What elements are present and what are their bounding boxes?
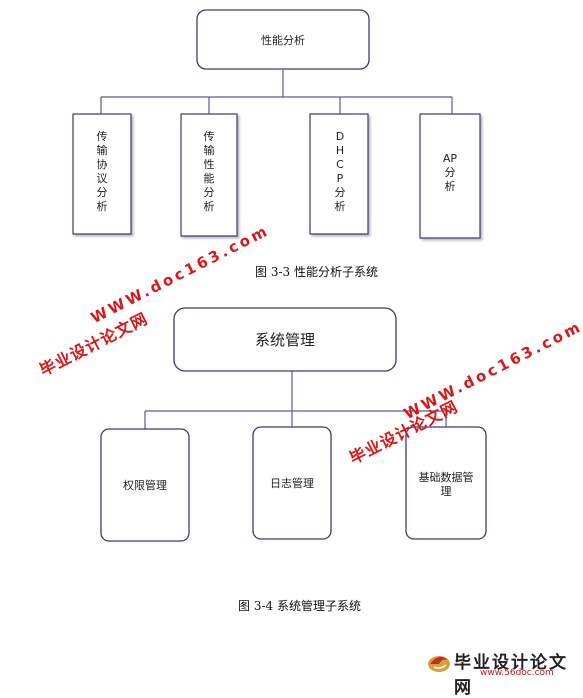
child-label-basedata-text: 基础数据管理 — [419, 470, 474, 498]
child-box-dhcp — [309, 113, 369, 235]
site-logo: 毕业设计论文网 www.56doc.com — [420, 640, 580, 698]
caption-diagram-1: 图 3-3 性能分析子系统 — [255, 265, 378, 279]
child-box-log — [252, 426, 332, 540]
child-label-protocol: 传输协议分析 — [97, 130, 108, 213]
child-box-protocol — [72, 113, 132, 235]
connectors-performance — [100, 69, 453, 114]
child-box-transport-perf — [180, 113, 238, 237]
diagram-system-mgmt: 系统管理 权限管理 日志管理 基础数据管理 — [100, 307, 487, 542]
child-box-permission — [100, 428, 190, 542]
logo-url: www.56doc.com — [480, 668, 554, 678]
caption-diagram-2: 图 3-4 系统管理子系统 — [238, 599, 361, 613]
root-label-system: 系统管理 — [255, 331, 315, 349]
child-label-basedata: 基础数据管理 — [419, 470, 474, 498]
child-box-basedata — [405, 426, 487, 540]
child-label-transport-perf: 传输性能分析 — [204, 130, 215, 213]
logo-mark-icon — [428, 656, 450, 672]
child-label-permission: 权限管理 — [123, 478, 167, 492]
root-box-system — [173, 307, 397, 372]
child-label-log: 日志管理 — [270, 476, 314, 490]
child-box-ap — [419, 113, 481, 239]
root-label-performance: 性能分析 — [261, 33, 305, 47]
connectors-system — [144, 371, 447, 429]
